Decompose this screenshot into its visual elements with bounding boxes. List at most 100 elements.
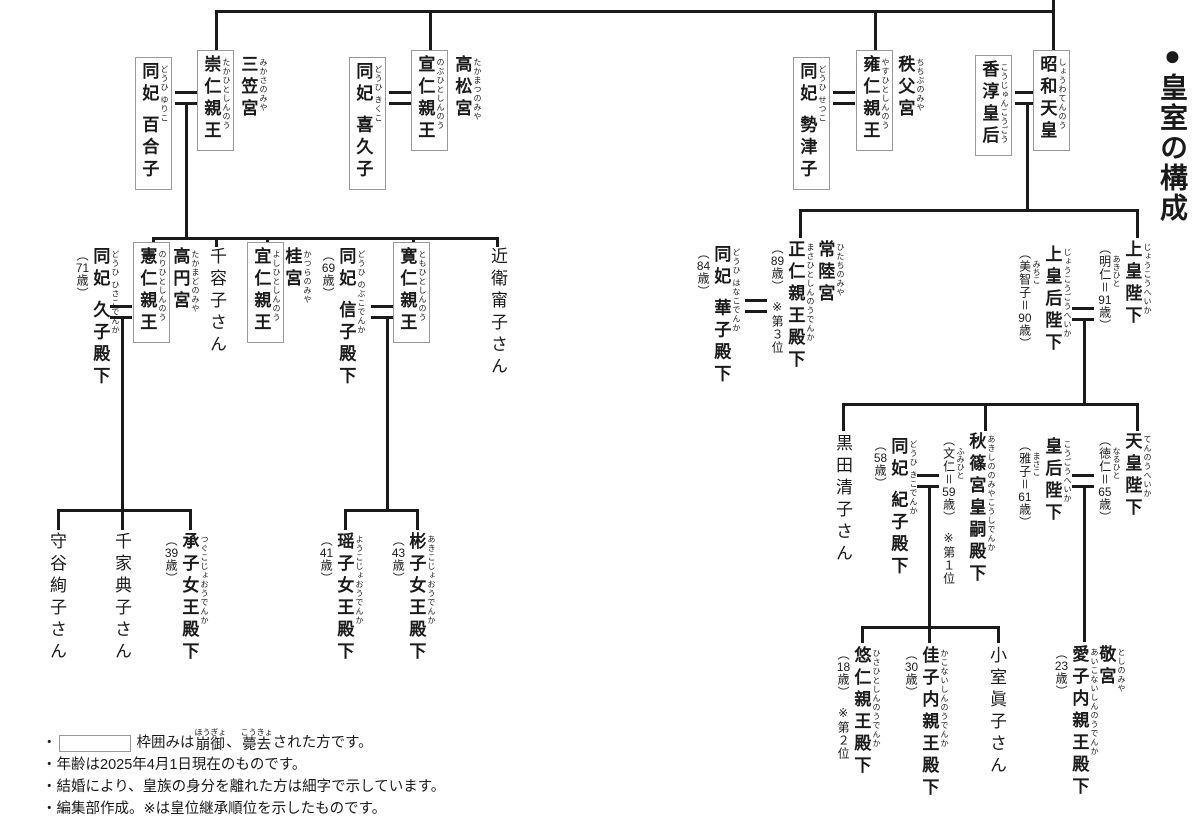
person-showa: 昭和天皇 しょうわてんのう <box>1033 50 1070 151</box>
furigana: じょうこうへいか <box>1143 243 1152 315</box>
person-kikuko: 同妃 喜久子 どうひ きくこ <box>349 57 386 190</box>
furigana: どうひ ひさこでんか <box>111 250 120 335</box>
tree-line-takamado-descent <box>121 318 124 512</box>
tree-line-drop-joko <box>1136 209 1139 238</box>
furigana: たかまつのみや <box>473 58 482 121</box>
furigana: あきひと <box>1112 255 1122 287</box>
person-yoshihito: 宜仁親王 よしひとしんのう <box>247 242 284 343</box>
person-noriko: 千家典子さん <box>111 532 132 664</box>
tree-line-tomohito-children-bar <box>344 509 419 512</box>
person-name: 香淳皇后 <box>979 60 999 148</box>
person-name: 昭和天皇 <box>1037 55 1057 143</box>
person-setsuko: 同妃 勢津子 どうひ せつこ <box>793 57 830 190</box>
person-yuriko: 同妃 百合子 どうひ ゆりこ <box>135 57 172 190</box>
tree-line-tomohito-descent <box>386 318 389 512</box>
tree-line-mikasa-children-bar <box>152 237 499 240</box>
tree-line-drop-akiko <box>416 509 419 530</box>
person-name: 黒田清子さん <box>833 434 852 566</box>
tree-line-showa-stub <box>1052 0 1055 57</box>
house-label-takamado: 高円宮 たかまどのみや <box>169 247 200 313</box>
furigana: ひたちのみや <box>836 243 845 297</box>
furigana: まさひとしんのうでんか <box>806 243 815 342</box>
tree-line-joko-children-bar <box>842 403 1139 406</box>
person-name: 同妃 喜久子 <box>353 62 373 182</box>
furigana: あきこじょおうでんか <box>427 535 436 625</box>
person-emperor: （徳仁＝65歳） なるひと 天皇陛下 てんのうへいか <box>1097 432 1152 524</box>
tree-line-drop-chiyoko <box>215 237 218 247</box>
tree-line-showa-descent <box>1026 102 1029 212</box>
furigana: あいこないしんのうでんか <box>1090 648 1099 756</box>
person-name: 寛仁親王 <box>397 247 417 335</box>
house-label-mikasa: 三笠宮 みかさのみや <box>237 55 268 121</box>
person-sayako: 黒田清子さん <box>832 434 853 566</box>
furigana: どうひ はなこでんか <box>732 248 741 333</box>
person-hanako: （84歳） 同妃 華子殿下 どうひ はなこでんか <box>696 245 741 387</box>
person-kako: （30歳） 佳子内親王殿下 かこないしんのうでんか <box>904 646 949 800</box>
legend-text: 結婚により、皇族の身分を離れた方は細字で示しています。 <box>56 778 446 795</box>
person-name: 上皇陛下 <box>1122 240 1142 328</box>
deceased-box: 同妃 喜久子 どうひ きくこ <box>349 57 386 190</box>
tree-line-drop-yoshihito <box>266 237 269 245</box>
furigana: たかまどのみや <box>191 250 200 313</box>
furigana: やすひとしんのう <box>881 58 890 130</box>
tree-line-akishino-descent <box>928 488 931 629</box>
person-chiyoko: 千容子さん <box>206 247 227 357</box>
person-name: 同妃 信子殿下 <box>336 247 356 389</box>
person-yoko: （41歳） 瑶子女王殿下 ようこじょおうでんか <box>319 532 364 664</box>
age-label: （41歳） <box>319 534 334 585</box>
tree-line-drop-mako <box>997 626 1000 643</box>
person-yasuko: 近衛甯子さん <box>487 247 508 379</box>
deceased-box: 香淳皇后 こうじゅんこうごう <box>975 55 1012 156</box>
legend-line-deceased: ・ 枠囲みは ほうぎょ崩御 、 こうきょ薨去 された方です。 <box>42 729 445 754</box>
furigana: ようこじょおうでんか <box>355 535 364 625</box>
tree-line-tenno-descent <box>1083 488 1086 642</box>
tree-line-takamado-children-bar <box>57 509 192 512</box>
tree-line-top-bar <box>215 10 1055 13</box>
person-name: 千家典子さん <box>112 532 131 664</box>
tree-line-drop-sayako <box>842 403 845 431</box>
house-label-takamatsu: 高松宮 たかまつのみや <box>451 55 482 121</box>
furigana: みかさのみや <box>259 58 268 112</box>
person-hisako: （71歳） 同妃 久子殿下 どうひ ひさこでんか <box>75 247 120 389</box>
deceased-box: 同妃 百合子 どうひ ゆりこ <box>135 57 172 190</box>
legend-line-editorial: ・ 編集部作成。※は皇位継承順位を示したものです。 <box>42 799 445 820</box>
legend-text: 年齢は2025年4月1日現在のものです。 <box>56 756 307 773</box>
deceased-box: 憲仁親王 のりひとしんのう <box>133 242 170 343</box>
house-name: 三笠宮 <box>238 55 258 121</box>
person-empress: （雅子＝61歳） まさこ 皇后陛下 こうごうへいか <box>1017 437 1072 529</box>
tree-line-drop-takahito <box>215 10 218 52</box>
person-aiko: （23歳） 愛子内親王殿下 あいこないしんのうでんか <box>1054 645 1099 799</box>
person-name: 天皇陛下 <box>1122 432 1142 520</box>
legend-text: 編集部作成。※は皇位継承順位を示したものです。 <box>56 800 387 817</box>
person-name: 秋篠宮皇嗣殿下 <box>966 432 986 586</box>
deceased-box: 宜仁親王 よしひとしんのう <box>247 242 284 343</box>
furigana: かこないしんのうでんか <box>940 649 949 748</box>
person-name: 皇后陛下 <box>1042 437 1062 525</box>
furigana: みちこ <box>1032 260 1042 284</box>
house-label-hitachi: 常陸宮 ひたちのみや <box>814 240 845 306</box>
marriage-sign-takamado <box>110 305 132 319</box>
legend-text: された方です。 <box>272 734 373 751</box>
furigana: ともひとしんのう <box>418 250 427 322</box>
deceased-box: 昭和天皇 しょうわてんのう <box>1033 50 1070 151</box>
legend-text: 、 <box>226 734 241 751</box>
house-label-katsura: 桂宮 かつらのみや <box>281 247 312 304</box>
age-label: （69歳） <box>321 249 336 300</box>
house-label-toshinomiya: 敬宮 としのみや <box>1095 645 1126 693</box>
person-name: 瑶子女王殿下 <box>334 532 354 664</box>
age-label: （明仁＝91歳） <box>1097 242 1112 333</box>
person-hisahito: （18歳） ※第２位 悠仁親王殿下 ひさひとしんのうでんか <box>836 646 881 778</box>
furigana: どうひ せつこ <box>818 65 827 123</box>
marriage-sign-hitachi <box>745 299 767 313</box>
furigana: としのみや <box>1117 648 1126 693</box>
tree-line-drop-akishino <box>984 403 987 431</box>
house-name: 高松宮 <box>452 55 472 121</box>
tree-line-drop-yasuhito <box>874 10 877 52</box>
person-name: 悠仁親王殿下 <box>851 646 871 778</box>
bullet: ・ <box>42 778 57 795</box>
deceased-box: 崇仁親王 たかひとしんのう <box>197 50 234 151</box>
person-empress-emerita: （美智子＝90歳） みちこ 上皇后陛下 じょうこうごうへいか <box>1017 245 1072 355</box>
furigana: てんのうへいか <box>1143 435 1152 498</box>
tree-line-drop-tomohito <box>412 237 415 245</box>
person-emperor-emeritus: （明仁＝91歳） あきひと 上皇陛下 じょうこうへいか <box>1097 240 1152 332</box>
